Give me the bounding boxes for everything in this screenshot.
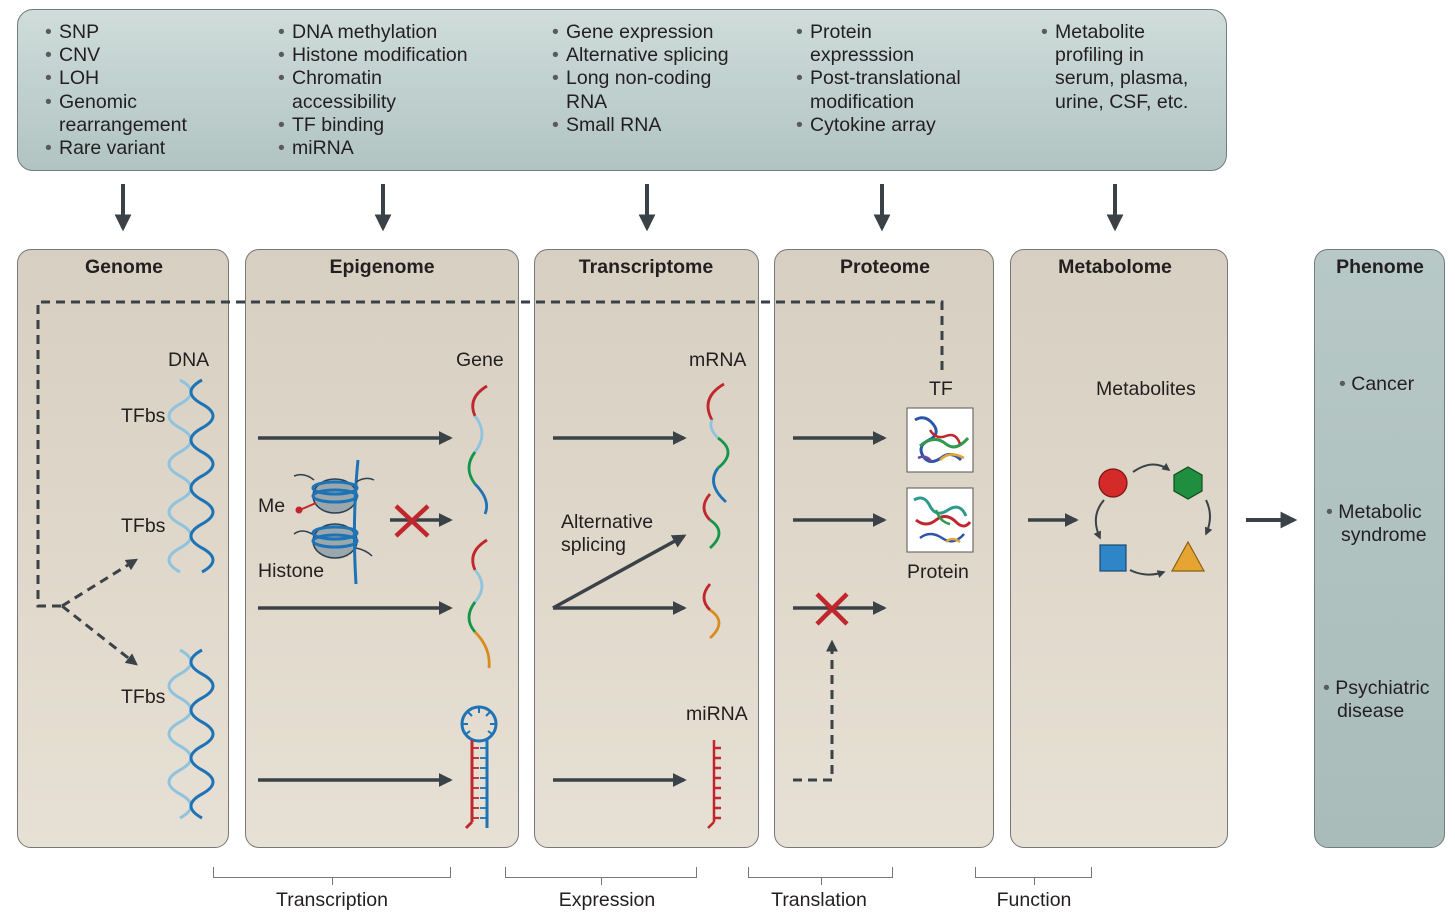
dna-helix-icon bbox=[167, 378, 215, 574]
phenotype-item: • Psychiatric bbox=[1323, 677, 1430, 699]
tfbs-label: TFbs bbox=[121, 686, 166, 708]
metabolome-title: Metabolome bbox=[1058, 256, 1172, 278]
genome-panel bbox=[17, 249, 229, 848]
proteome-arrows bbox=[793, 431, 887, 615]
phenome-title: Phenome bbox=[1336, 256, 1424, 278]
data-type-item: Metabolite bbox=[1041, 21, 1188, 44]
function-bracket bbox=[975, 867, 1092, 885]
gene-label: Gene bbox=[456, 349, 504, 371]
genome-title: Genome bbox=[84, 256, 164, 278]
genome-data-types: SNP CNV LOH Genomic rearrangement Rare v… bbox=[45, 21, 187, 160]
data-type-item-continued: expresssion bbox=[810, 44, 915, 67]
phenotype-label: syndrome bbox=[1341, 524, 1427, 546]
data-type-item-continued: accessibility bbox=[292, 90, 397, 113]
expression-label: Expression bbox=[558, 889, 656, 911]
data-type-item-continued: profiling in bbox=[1055, 44, 1144, 67]
tf-feedback-path bbox=[36, 300, 944, 666]
mrna-strand-icon bbox=[706, 382, 730, 504]
data-type-item: DNA methylation bbox=[278, 21, 468, 44]
block-x-icon bbox=[394, 504, 430, 538]
data-type-item: Alternative splicing bbox=[552, 44, 729, 67]
mrna-strand-icon bbox=[702, 583, 721, 640]
expression-bracket bbox=[505, 867, 697, 885]
translation-bracket bbox=[748, 867, 893, 885]
proteome-data-types: Protein expresssion Post-translational m… bbox=[796, 21, 961, 137]
metabolites-label: Metabolites bbox=[1096, 378, 1196, 400]
data-type-item: Cytokine array bbox=[796, 114, 961, 137]
epigenome-data-types: DNA methylation Histone modification Chr… bbox=[278, 21, 468, 160]
epigenome-title: Epigenome bbox=[329, 256, 435, 278]
tfbs-label: TFbs bbox=[121, 405, 166, 427]
phenotype-label: Psychiatric bbox=[1335, 677, 1430, 699]
data-type-item-continued: RNA bbox=[566, 90, 608, 113]
data-type-item: CNV bbox=[45, 44, 187, 67]
mirna-label: miRNA bbox=[686, 703, 748, 725]
gene-strand-icon bbox=[467, 538, 491, 669]
phenome-panel bbox=[1314, 249, 1445, 848]
proteome-title: Proteome bbox=[840, 256, 930, 278]
metabolite-cycle-icon bbox=[1093, 462, 1213, 578]
down-arrows bbox=[114, 184, 1124, 232]
gene-strand-icon bbox=[467, 384, 489, 515]
data-type-item-continued: modification bbox=[810, 90, 915, 113]
phenotype-label: Metabolic bbox=[1338, 501, 1422, 523]
data-type-item: Histone modification bbox=[278, 44, 468, 67]
phenotype-item: • Cancer bbox=[1339, 373, 1415, 395]
block-x-icon bbox=[815, 592, 849, 626]
data-type-item: Rare variant bbox=[45, 137, 187, 160]
mirna-hairpin-icon bbox=[460, 705, 498, 830]
mirna-icon bbox=[707, 740, 721, 829]
transcriptome-title: Transcriptome bbox=[578, 256, 714, 278]
phenotype-label: disease bbox=[1337, 700, 1405, 722]
nucleosome-icon bbox=[293, 459, 375, 585]
translation-label: Translation bbox=[771, 889, 867, 911]
data-type-item: LOH bbox=[45, 67, 187, 90]
mirna-inhibition-path bbox=[793, 639, 838, 782]
dna-helix-icon bbox=[167, 648, 215, 820]
protein-label: Protein bbox=[907, 561, 969, 583]
transcription-bracket bbox=[213, 867, 451, 885]
metabolome-data-types: Metabolite profiling in serum, plasma, u… bbox=[1041, 21, 1188, 114]
function-label: Function bbox=[996, 889, 1072, 911]
data-type-item-continued: rearrangement bbox=[59, 113, 187, 136]
mrna-label: mRNA bbox=[689, 349, 747, 371]
data-type-item-continued: serum, plasma, bbox=[1055, 67, 1189, 90]
mrna-strand-icon bbox=[702, 493, 721, 550]
data-type-item: Protein bbox=[796, 21, 961, 44]
tfbs-label: TFbs bbox=[121, 515, 166, 537]
phenotype-item: • Metabolic bbox=[1326, 501, 1422, 523]
data-type-item: miRNA bbox=[278, 137, 468, 160]
arrow-icon bbox=[552, 534, 687, 610]
transcription-label: Transcription bbox=[276, 889, 388, 911]
phenotype-label: Cancer bbox=[1351, 373, 1415, 395]
tf-label: TF bbox=[929, 378, 953, 400]
histone-label: Histone bbox=[258, 560, 325, 582]
data-type-item: Genomic bbox=[45, 91, 187, 114]
alternative-splicing-label: splicing bbox=[561, 534, 627, 556]
data-type-item: Chromatin bbox=[278, 67, 468, 90]
data-type-item: SNP bbox=[45, 21, 187, 44]
data-type-item: Long non-coding bbox=[552, 67, 729, 90]
protein-structure-icon bbox=[906, 487, 974, 553]
transcriptome-panel bbox=[534, 249, 759, 848]
transcriptome-arrows bbox=[552, 431, 687, 787]
methyl-label: Me bbox=[258, 495, 286, 517]
data-type-item: Small RNA bbox=[552, 114, 729, 137]
alternative-splicing-label: Alternative bbox=[561, 511, 654, 533]
data-type-item: Gene expression bbox=[552, 21, 729, 44]
data-type-item-continued: urine, CSF, etc. bbox=[1055, 90, 1189, 113]
data-type-item: Post-translational bbox=[796, 67, 961, 90]
epigenome-arrows bbox=[258, 431, 453, 787]
transcriptome-data-types: Gene expression Alternative splicing Lon… bbox=[552, 21, 729, 137]
dna-label: DNA bbox=[168, 349, 210, 371]
data-type-item: TF binding bbox=[278, 114, 468, 137]
tf-protein-structure-icon bbox=[906, 407, 974, 473]
